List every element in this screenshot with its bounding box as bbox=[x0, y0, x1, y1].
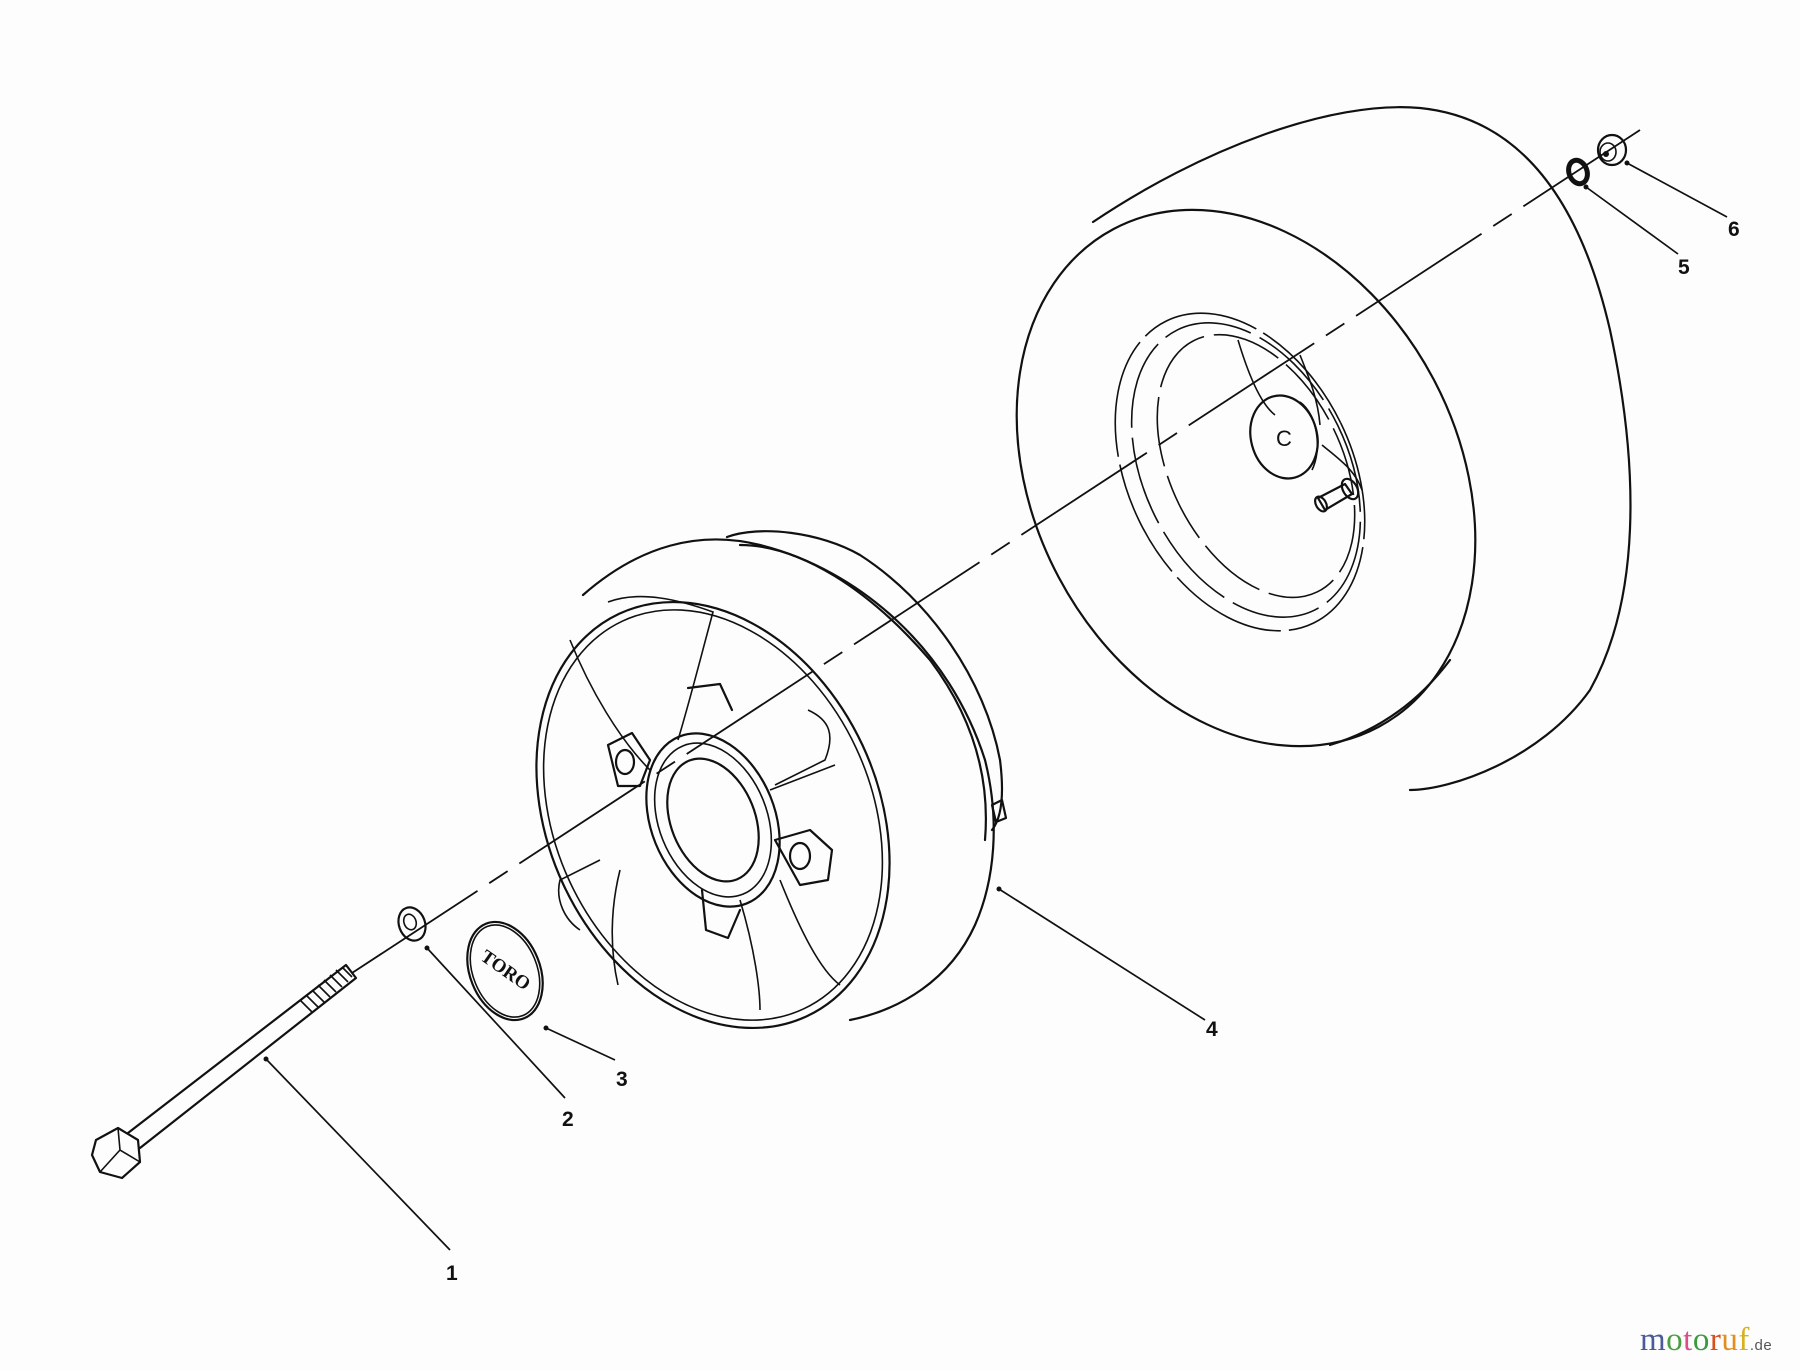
callout-4: 4 bbox=[1206, 1018, 1218, 1041]
callout-3: 3 bbox=[616, 1068, 628, 1091]
logo-letter: r bbox=[1709, 1322, 1722, 1358]
washer-5 bbox=[1566, 157, 1590, 187]
callout-2: 2 bbox=[562, 1108, 574, 1131]
logo-letter: o bbox=[1666, 1322, 1684, 1358]
assembly-axis-line bbox=[351, 129, 1641, 974]
logo-letter: f bbox=[1738, 1322, 1750, 1358]
emblem-text: TORO bbox=[476, 946, 534, 995]
logo-letter: u bbox=[1721, 1322, 1739, 1358]
hub-cap-mark: C bbox=[1276, 426, 1292, 451]
callout-6: 6 bbox=[1728, 218, 1740, 241]
valve-stem bbox=[1314, 477, 1360, 513]
hub-cap: C bbox=[1249, 394, 1319, 480]
wheel-weight bbox=[535, 530, 1008, 1030]
lock-nut bbox=[1596, 133, 1628, 167]
callout-1: 1 bbox=[446, 1262, 458, 1285]
logo-letter: m bbox=[1640, 1322, 1667, 1358]
logo-suffix: .de bbox=[1749, 1337, 1773, 1354]
leader-lines bbox=[263, 160, 1728, 1251]
logo-letter: t bbox=[1683, 1322, 1693, 1358]
washer bbox=[397, 906, 427, 942]
motoruf-watermark: motoruf.de bbox=[1640, 1322, 1772, 1359]
bolt bbox=[90, 963, 358, 1180]
toro-emblem: TORO bbox=[466, 920, 544, 1022]
logo-letter: o bbox=[1692, 1322, 1710, 1358]
callout-5: 5 bbox=[1678, 256, 1690, 279]
tire-wheel-assembly: C bbox=[1015, 106, 1632, 792]
